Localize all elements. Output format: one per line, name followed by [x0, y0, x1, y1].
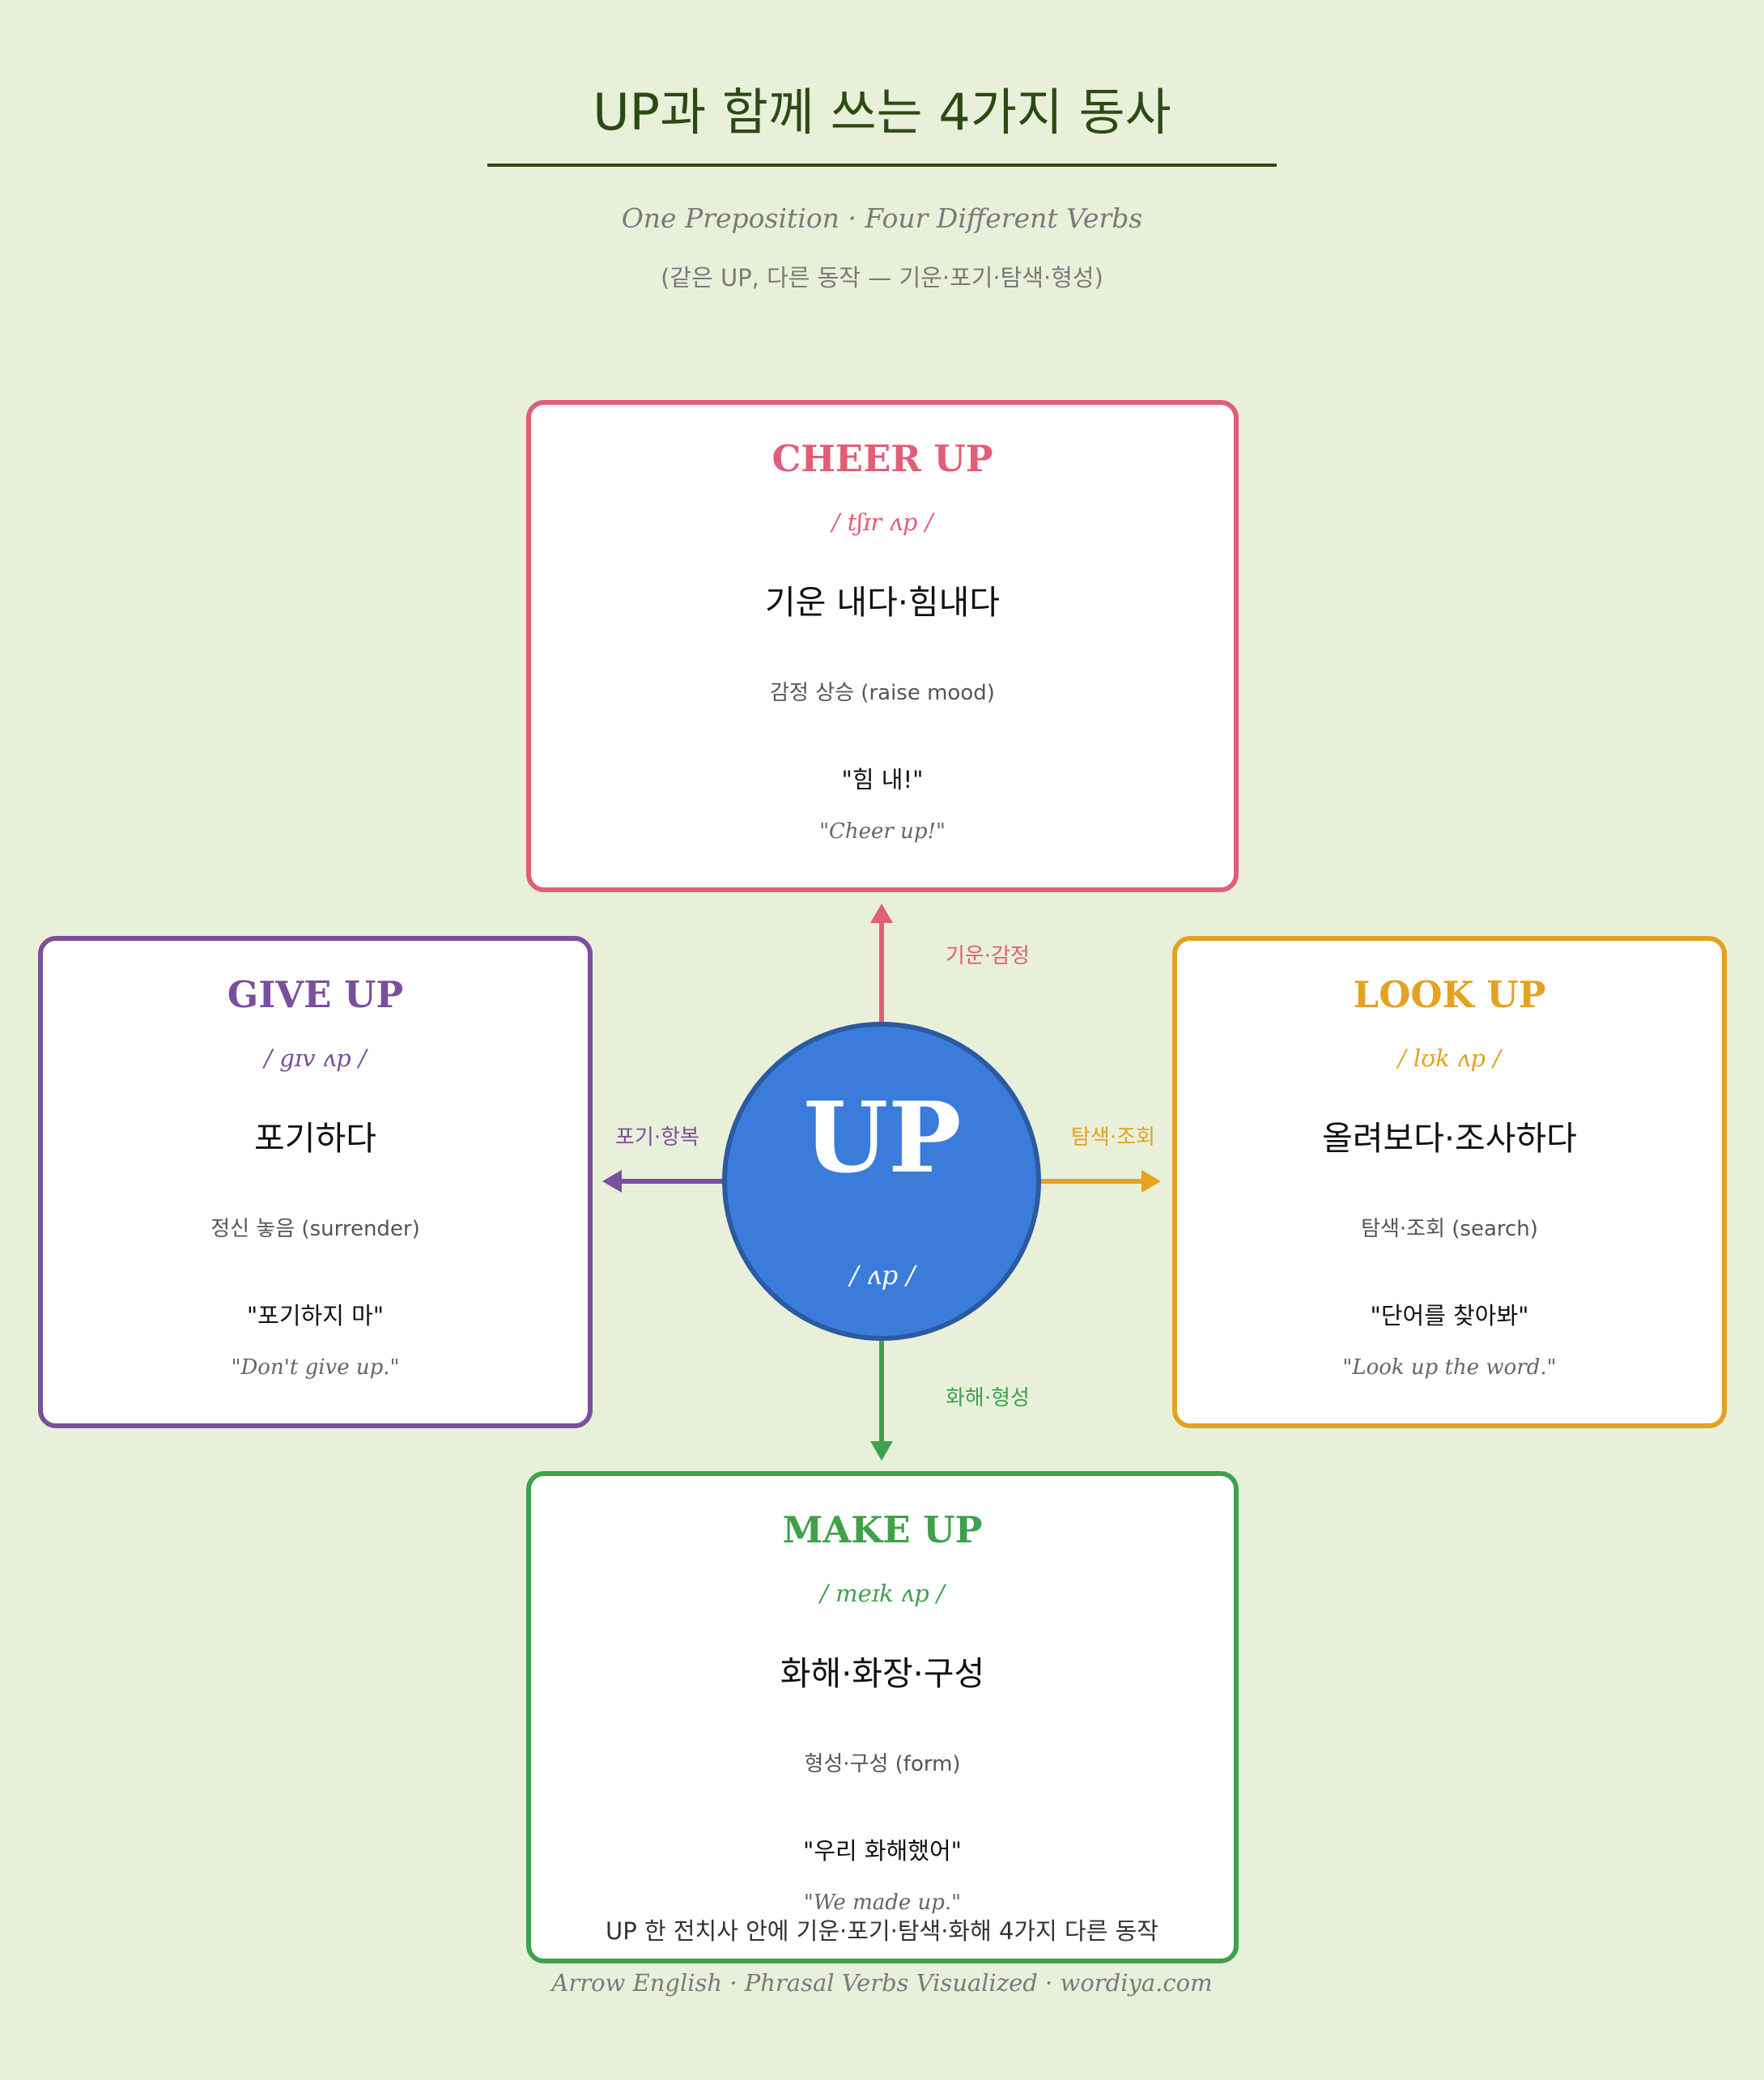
arrow-label-make: 화해·형성 [946, 1386, 1030, 1410]
verb-ipa: / tʃɪr ʌp / [831, 508, 933, 536]
verb-title: GIVE UP [227, 973, 404, 1016]
arrow-label-give: 포기·항복 [615, 1125, 699, 1150]
arrowhead-make-up [870, 1441, 893, 1461]
example-english: "We made up." [803, 1891, 962, 1915]
hub-word: UP [803, 1081, 962, 1195]
subtitle-english: One Preposition · Four Different Verbs [621, 202, 1143, 234]
verb-ipa: / gɪv ʌp / [264, 1044, 367, 1072]
page-title: UP과 함께 쓰는 4가지 동사 [593, 83, 1171, 142]
example-korean: "우리 화해했어" [803, 1837, 962, 1865]
verb-title: MAKE UP [782, 1508, 983, 1551]
summary-text: UP 한 전치사 안에 기운·포기·탐색·화해 4가지 다른 동작 [606, 1917, 1158, 1945]
verb-note: 정신 놓음 (surrender) [210, 1217, 420, 1241]
card-make-up: MAKE UP / meɪk ʌp / 화해·화장·구성 형성·구성 (form… [526, 1471, 1239, 1963]
footer-credit: Arrow English · Phrasal Verbs Visualized… [551, 1969, 1213, 1997]
arrow-label-cheer: 기운·감정 [946, 944, 1030, 968]
verb-ipa: / meɪk ʌp / [820, 1580, 945, 1607]
verb-title: CHEER UP [771, 437, 993, 480]
title-divider [487, 164, 1277, 167]
verb-note: 감정 상승 (raise mood) [770, 681, 995, 705]
example-korean: "포기하지 마" [246, 1302, 385, 1329]
verb-title: LOOK UP [1353, 973, 1546, 1016]
example-english: "Don't give up." [231, 1355, 400, 1380]
card-give-up: GIVE UP / gɪv ʌp / 포기하다 정신 놓음 (surrender… [38, 936, 593, 1428]
verb-meaning: 포기하다 [254, 1119, 376, 1158]
hub-ipa: / ʌp / [849, 1260, 916, 1291]
verb-meaning: 올려보다·조사하다 [1322, 1119, 1577, 1158]
example-korean: "단어를 찾아봐" [1370, 1302, 1529, 1329]
verb-ipa: / lʊk ʌp / [1398, 1044, 1501, 1072]
example-korean: "힘 내!" [841, 766, 924, 793]
arrowhead-cheer-up [870, 904, 893, 923]
hub-circle [722, 1022, 1041, 1341]
example-english: "Look up the word." [1342, 1355, 1557, 1380]
card-cheer-up: CHEER UP / tʃɪr ʌp / 기운 내다·힘내다 감정 상승 (ra… [526, 400, 1239, 892]
example-english: "Cheer up!" [819, 819, 946, 844]
verb-meaning: 기운 내다·힘내다 [764, 583, 1001, 622]
subtitle-korean: (같은 UP, 다른 동작 — 기운·포기·탐색·형성) [661, 264, 1103, 291]
verb-note: 형성·구성 (form) [804, 1752, 961, 1776]
arrow-label-look: 탐색·조회 [1071, 1125, 1155, 1150]
arrowhead-give-up [602, 1170, 622, 1193]
verb-meaning: 화해·화장·구성 [780, 1654, 985, 1693]
arrowhead-look-up [1141, 1170, 1161, 1193]
verb-note: 탐색·조회 (search) [1361, 1217, 1538, 1241]
card-look-up: LOOK UP / lʊk ʌp / 올려보다·조사하다 탐색·조회 (sear… [1172, 936, 1727, 1428]
